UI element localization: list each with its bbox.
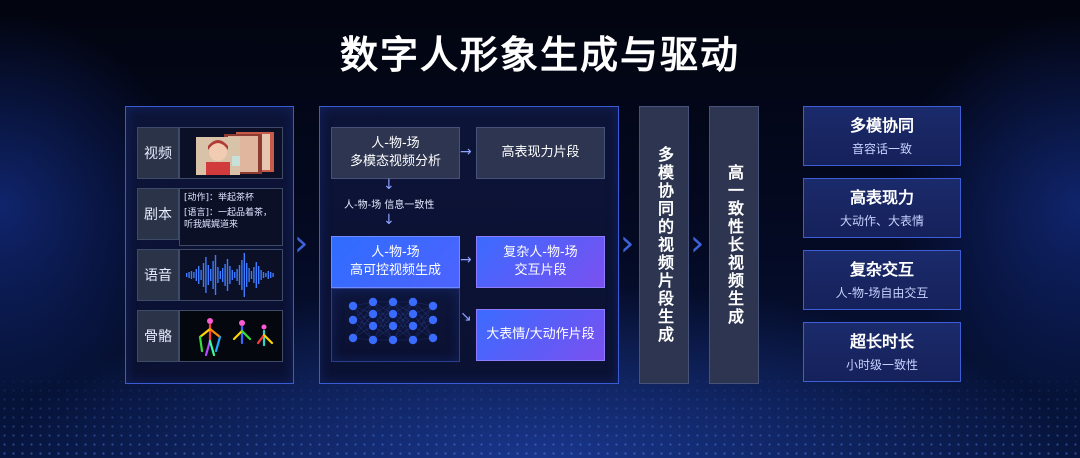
chevron-right-icon: › — [620, 223, 635, 264]
multimodal-analysis-box: 人-物-场 多模态视频分析 — [331, 127, 460, 179]
arrow-right-icon: → — [460, 144, 472, 160]
segment-label: 交互片段 — [514, 263, 567, 278]
chevron-right-icon: › — [294, 223, 309, 264]
script-line-speech: [语言]：一起品着茶，听我娓娓道来 — [184, 208, 273, 230]
skeleton-pose-icon — [180, 311, 282, 361]
waveform-icon — [186, 253, 274, 297]
output-subtitle: 小时级一致性 — [845, 357, 918, 372]
output-box-expressive: 高表现力 大动作、大表情 — [803, 178, 961, 238]
input-label-skeleton: 骨骼 — [137, 310, 179, 362]
neural-network-icon — [348, 297, 438, 345]
output-box-multimodal: 多模协同 音容话一致 — [803, 106, 961, 166]
input-label-script: 剧本 — [137, 188, 179, 240]
analysis-line-2: 多模态视频分析 — [349, 154, 441, 169]
chevron-right-icon: › — [690, 223, 705, 264]
output-title: 超长时长 — [849, 331, 914, 351]
output-box-interaction: 复杂交互 人-物-场自由交互 — [803, 250, 961, 310]
high-expressive-segment-box: 高表现力片段 — [476, 127, 605, 179]
arrow-down-icon: ↓ — [383, 177, 395, 193]
skeleton-thumbnail — [179, 310, 283, 362]
long-video-generation-text: 高一致性长视频生成 — [725, 164, 744, 326]
arrow-down-right-icon: ↘ — [460, 309, 472, 325]
big-expression-segment-box: 大表情/大动作片段 — [476, 309, 605, 361]
script-line-action: [动作]：举起茶杯 — [184, 193, 255, 203]
video-thumbnail — [179, 127, 283, 179]
audio-waveform — [179, 249, 283, 301]
output-subtitle: 大动作、大表情 — [839, 213, 924, 228]
input-label-audio: 语音 — [137, 249, 179, 301]
output-title: 多模协同 — [849, 115, 914, 135]
consistency-label: 人-物-场 信息一致性 — [344, 200, 435, 211]
long-video-generation-column: 高一致性长视频生成 — [709, 106, 759, 384]
video-frames-icon — [180, 128, 282, 178]
output-box-long-duration: 超长时长 小时级一致性 — [803, 322, 961, 382]
segment-generation-column: 多模协同的视频片段生成 — [639, 106, 689, 384]
input-label-video: 视频 — [137, 127, 179, 179]
segment-label: 高表现力片段 — [501, 145, 580, 160]
analysis-line-1: 人-物-场 — [371, 136, 420, 151]
complex-interaction-segment-box: 复杂人-物-场 交互片段 — [476, 236, 605, 288]
output-subtitle: 音容话一致 — [851, 141, 912, 156]
output-title: 复杂交互 — [849, 259, 914, 279]
controllable-generation-box: 人-物-场 高可控视频生成 — [331, 236, 460, 288]
segment-label: 大表情/大动作片段 — [486, 327, 595, 342]
segment-label: 复杂人-物-场 — [503, 245, 578, 260]
segment-generation-text: 多模协同的视频片段生成 — [655, 146, 674, 344]
generation-line-2: 高可控视频生成 — [349, 263, 441, 278]
generation-line-1: 人-物-场 — [371, 245, 420, 260]
output-title: 高表现力 — [849, 187, 914, 207]
script-content: [动作]：举起茶杯 [语言]：一起品着茶，听我娓娓道来 — [179, 188, 283, 246]
arrow-down-icon: ↓ — [383, 212, 395, 228]
arrow-right-icon: → — [460, 252, 472, 268]
output-subtitle: 人-物-场自由交互 — [835, 285, 929, 300]
page-title: 数字人形象生成与驱动 — [339, 33, 740, 77]
